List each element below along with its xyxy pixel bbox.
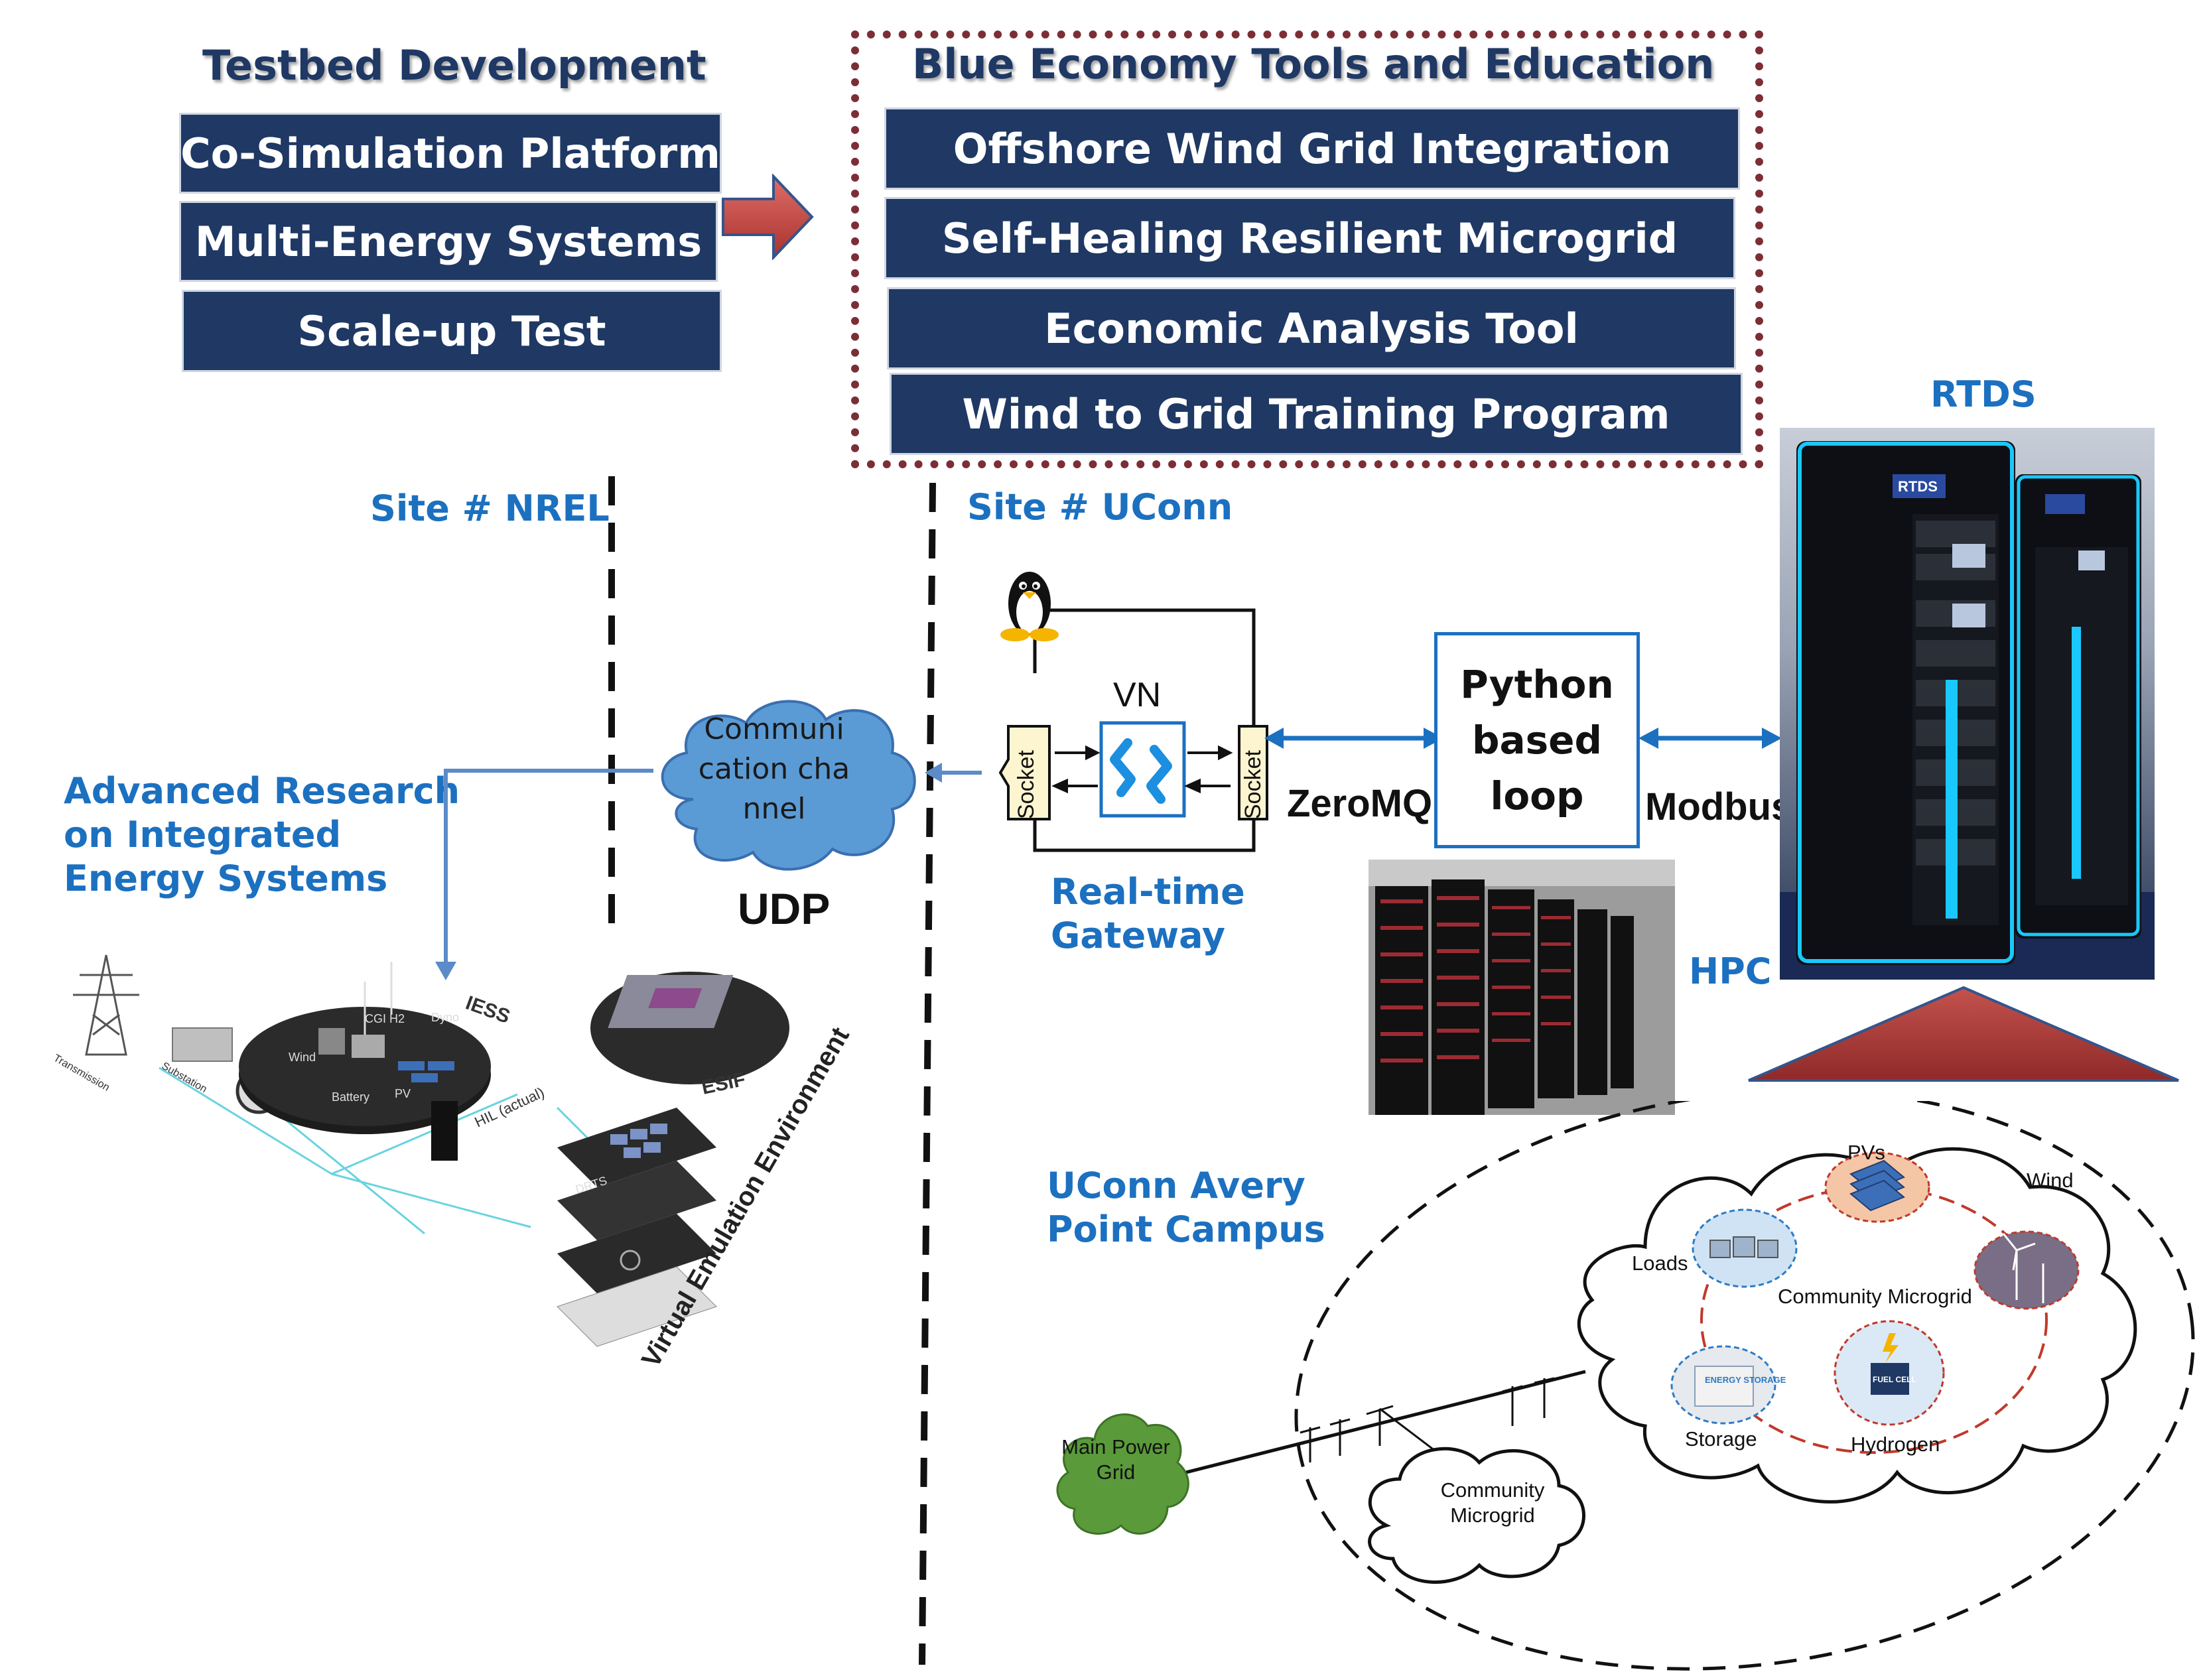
community-center-text: Community Microgrid [1778, 1285, 1972, 1308]
campus-label: UConn Avery Point Campus [1047, 1165, 1325, 1250]
socket-left-text: Socket [1014, 750, 1039, 819]
nrel-cgi-text: CGI H2 [365, 1012, 405, 1025]
nrel-testbed-illustration: IESS Battery Wind PV CGI H2 Dyno AC Tran… [53, 954, 855, 1372]
nrel-dyno-text: Dyno [431, 1011, 459, 1024]
blue-economy-heading: Blue Economy Tools and Education [912, 40, 1715, 88]
blue-item-self-healing: Self-Healing Resilient Microgrid [884, 197, 1735, 279]
communication-cloud-icon [661, 700, 916, 871]
hpc-label: HPC [1689, 950, 1772, 992]
campus-microgrid-diagram: ENERGY STORAGE FUEL CELL PVs Wind Loads … [1056, 1101, 2195, 1671]
testbed-item-cosim: Co-Simulation Platform [179, 113, 722, 194]
energy-storage-text: ENERGY STORAGE [1705, 1375, 1786, 1385]
linux-penguin-icon [1000, 572, 1059, 641]
loads-text: Loads [1632, 1252, 1688, 1275]
python-loop-box: Python based loop [1434, 632, 1640, 848]
nrel-wind-text: Wind [289, 1051, 316, 1064]
blue-item-training: Wind to Grid Training Program [890, 373, 1743, 455]
site-nrel-label: Site # NREL [370, 487, 610, 529]
pvs-text: PVs [1847, 1141, 1885, 1164]
testbed-item-scaleup: Scale-up Test [182, 290, 722, 372]
blue-economy-frame [851, 31, 1763, 468]
blue-item-offshore-wind: Offshore Wind Grid Integration [884, 107, 1740, 190]
hydrogen-text: Hydrogen [1851, 1433, 1940, 1456]
socket-right-text: Socket [1240, 750, 1266, 819]
hpc-photo [1369, 860, 1675, 1115]
community-small-label: Community Microgrid [1440, 1478, 1545, 1527]
zeromq-label: ZeroMQ [1287, 782, 1433, 825]
rtds-photo: RTDS [1780, 428, 2155, 980]
site-uconn-label: Site # UConn [967, 486, 1233, 528]
flow-arrow-icon [722, 174, 814, 260]
fuel-cell-text: FUEL CELL [1873, 1375, 1916, 1384]
nrel-battery-text: Battery [332, 1090, 369, 1104]
blue-item-economic: Economic Analysis Tool [887, 287, 1736, 369]
gateway-diagram: Socket Socket VN [998, 572, 1268, 852]
testbed-item-multienergy: Multi-Energy Systems [179, 201, 718, 282]
main-grid-label: Main Power Grid [1061, 1435, 1170, 1484]
udp-label: UDP [738, 884, 831, 933]
aries-label: Advanced Research on Integrated Energy S… [64, 770, 460, 899]
modbus-label: Modbus [1645, 785, 1793, 828]
rtds-label: RTDS [1930, 373, 2037, 415]
rtds-logo-text: RTDS [1898, 478, 1938, 495]
nrel-pv-text: PV [395, 1087, 411, 1100]
vn-text: VN [1113, 676, 1161, 714]
communication-cloud-text: Communication channel [698, 712, 850, 826]
testbed-heading: Testbed Development [202, 41, 706, 90]
gateway-label: Real-time Gateway [1051, 871, 1245, 956]
storage-text: Storage [1685, 1427, 1757, 1451]
rtds-triangle-icon [1748, 986, 2179, 1082]
wind-text: Wind [2027, 1169, 2074, 1192]
